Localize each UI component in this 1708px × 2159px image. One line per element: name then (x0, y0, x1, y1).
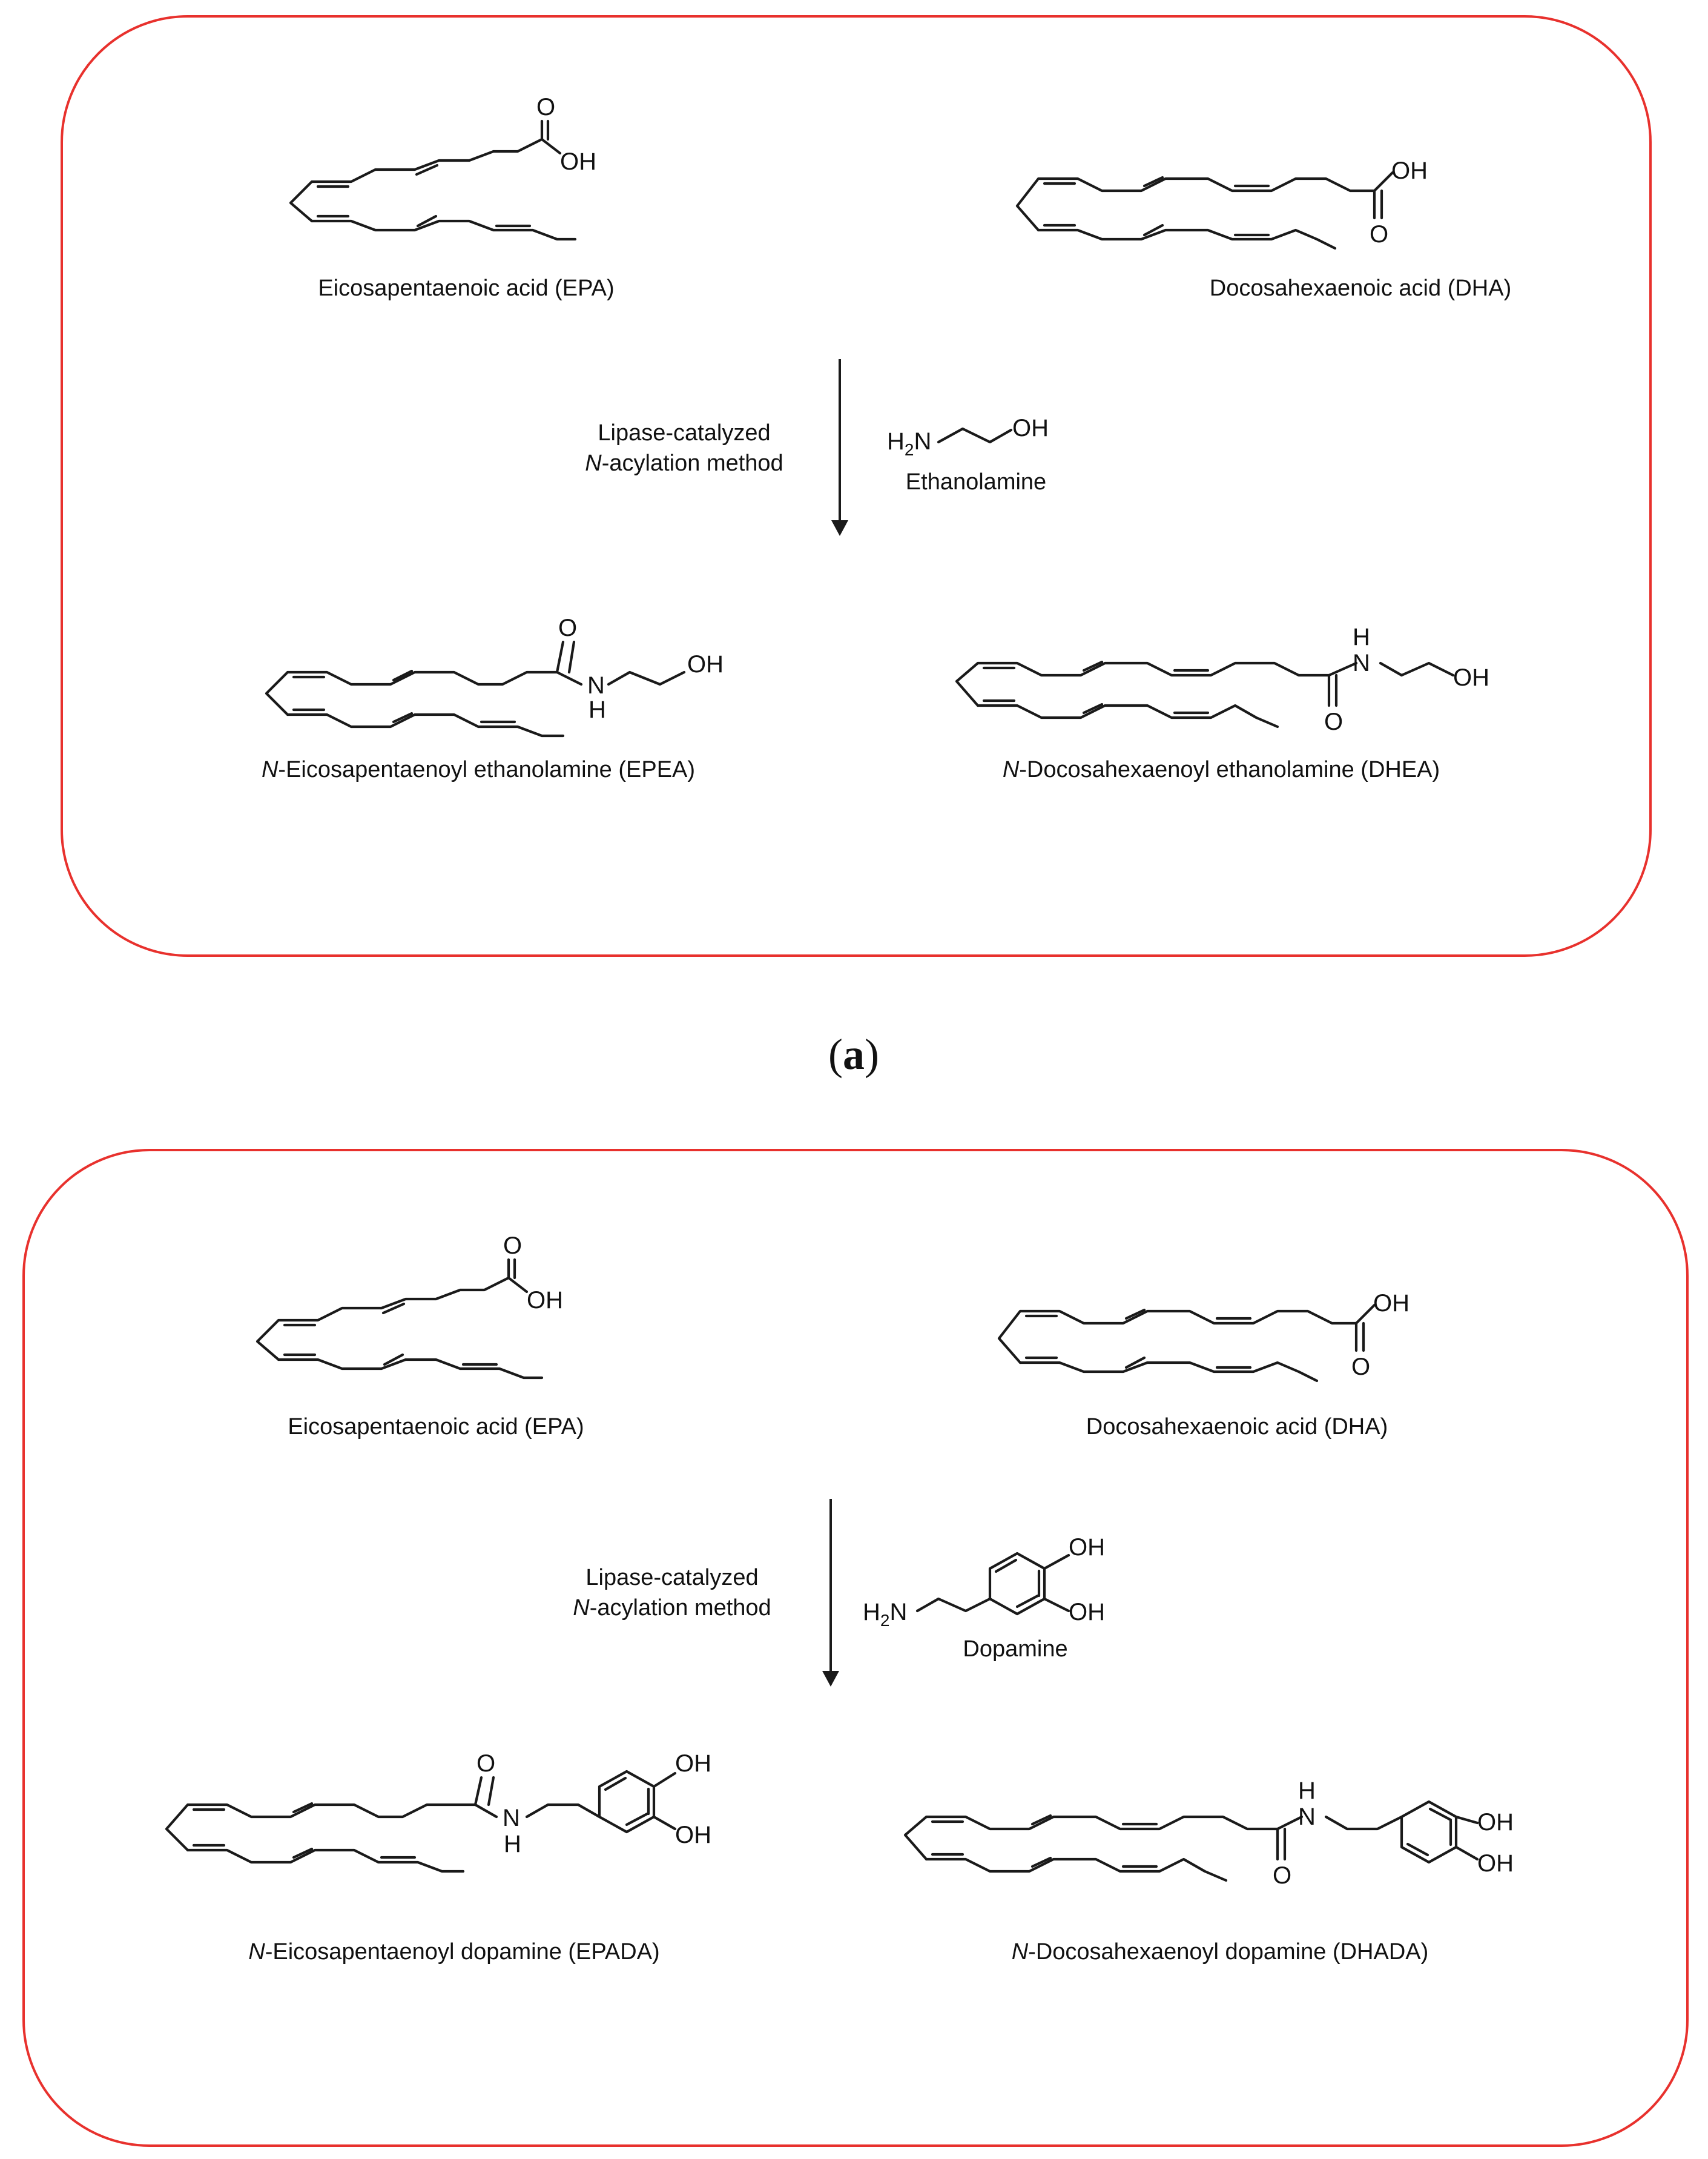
ethanolamine-oh-label: OH (1012, 415, 1049, 441)
dhea-o-label: O (1324, 709, 1343, 735)
condition-line1-a: Lipase-catalyzed (598, 420, 771, 446)
epada-n-label: N (503, 1805, 520, 1831)
dhea-structure: H N O OH (955, 624, 1489, 735)
epea-h-label: H (589, 696, 606, 723)
condition-line2-b: N-acylation method (573, 1593, 771, 1623)
panel-b-frame (22, 1149, 1689, 2147)
dha-name-a: Docosahexaenoic acid (DHA) (1209, 276, 1512, 301)
reagent-name-b: Dopamine (963, 1636, 1068, 1662)
dha-structure-a: OH O (1015, 157, 1428, 250)
dha-structure-b: OH O (997, 1290, 1410, 1383)
dhea-n-label: N (1353, 650, 1370, 676)
epada-h-label: H (504, 1831, 521, 1857)
panel-a-frame (61, 15, 1652, 957)
epa-oh-label-b: OH (527, 1287, 563, 1314)
epa-structure-a: O OH (289, 94, 596, 241)
epa-o-label-b: O (503, 1232, 522, 1259)
reaction-condition-b: Lipase-catalyzed N-acylation method (573, 1562, 771, 1623)
epa-name-b: Eicosapentaenoic acid (EPA) (288, 1414, 584, 1440)
epea-oh-label: OH (687, 651, 724, 678)
condition-rest-b: -acylation method (589, 1595, 771, 1621)
dhada-h-label: H (1298, 1777, 1316, 1804)
product1-name-b: N-Eicosapentaenoyl dopamine (EPADA) (248, 1939, 659, 1965)
epa-structure-b: O OH (256, 1232, 563, 1380)
epada-structure: O N H OH OH (165, 1750, 711, 1873)
label-close: ) (865, 1030, 879, 1079)
product2-rest-a: -Docosahexaenoyl ethanolamine (DHEA) (1019, 757, 1440, 782)
dopamine-oh-bottom-label: OH (1069, 1599, 1105, 1625)
condition-n-b: N (573, 1595, 590, 1621)
dhada-n-label: N (1298, 1804, 1316, 1830)
dha-o-label-b: O (1351, 1354, 1370, 1380)
product1-rest-b: -Eicosapentaenoyl dopamine (EPADA) (265, 1939, 660, 1965)
dha-o-label-a: O (1370, 221, 1388, 248)
product1-name-a: N-Eicosapentaenoyl ethanolamine (EPEA) (262, 757, 695, 783)
epea-n-label: N (587, 672, 605, 699)
dha-oh-label-a: OH (1391, 157, 1428, 184)
condition-line1-b: Lipase-catalyzed (585, 1565, 759, 1590)
dha-name-b: Docosahexaenoic acid (DHA) (1086, 1414, 1388, 1440)
dopamine-oh-top-label: OH (1069, 1534, 1105, 1561)
dhada-o-label: O (1273, 1862, 1291, 1889)
epa-o-label-a: O (536, 94, 555, 121)
label-open: ( (828, 1030, 843, 1079)
epada-o-label: O (476, 1750, 495, 1777)
product2-n-a: N (1002, 757, 1020, 782)
dhada-oh-top-label: OH (1477, 1809, 1514, 1836)
epa-oh-label-a: OH (560, 148, 596, 175)
dha-oh-label-b: OH (1373, 1290, 1410, 1317)
ethanolamine-h2n-label: H2N (887, 428, 931, 459)
epea-structure: O N H OH (265, 615, 724, 738)
product1-n-a: N (261, 757, 279, 782)
epea-o-label: O (558, 615, 577, 641)
ethanolamine-structure: H2N OH (887, 415, 1049, 459)
label-letter: a (843, 1030, 865, 1079)
reagent-name-a: Ethanolamine (905, 469, 1047, 495)
condition-line2-a: N-acylation method (585, 448, 783, 478)
product1-rest-a: -Eicosapentaenoyl ethanolamine (EPEA) (278, 757, 696, 782)
product2-name-b: N-Docosahexaenoyl dopamine (DHADA) (1012, 1939, 1429, 1965)
dhea-h-label: H (1353, 624, 1370, 650)
reaction-condition-a: Lipase-catalyzed N-acylation method (585, 418, 783, 478)
dhada-structure: H N O OH OH (903, 1777, 1514, 1889)
dhea-oh-label: OH (1453, 664, 1489, 691)
reaction-arrow-b (822, 1499, 839, 1687)
epa-name-a: Eicosapentaenoic acid (EPA) (318, 276, 615, 301)
dhada-oh-bottom-label: OH (1477, 1850, 1514, 1877)
product2-rest-b: -Docosahexaenoyl dopamine (DHADA) (1028, 1939, 1429, 1965)
condition-n-a: N (585, 451, 602, 476)
dopamine-structure: H2N OH OH (863, 1534, 1105, 1630)
panel-label-a: (a) (828, 1030, 879, 1080)
epada-oh-bottom-label: OH (675, 1822, 711, 1848)
epada-oh-top-label: OH (675, 1750, 711, 1777)
condition-rest-a: -acylation method (601, 451, 783, 476)
product1-n-b: N (248, 1939, 265, 1965)
dopamine-h2n-label: H2N (863, 1599, 907, 1630)
product2-name-a: N-Docosahexaenoyl ethanolamine (DHEA) (1003, 757, 1440, 783)
reaction-arrow-a (831, 359, 848, 536)
product2-n-b: N (1011, 1939, 1029, 1965)
